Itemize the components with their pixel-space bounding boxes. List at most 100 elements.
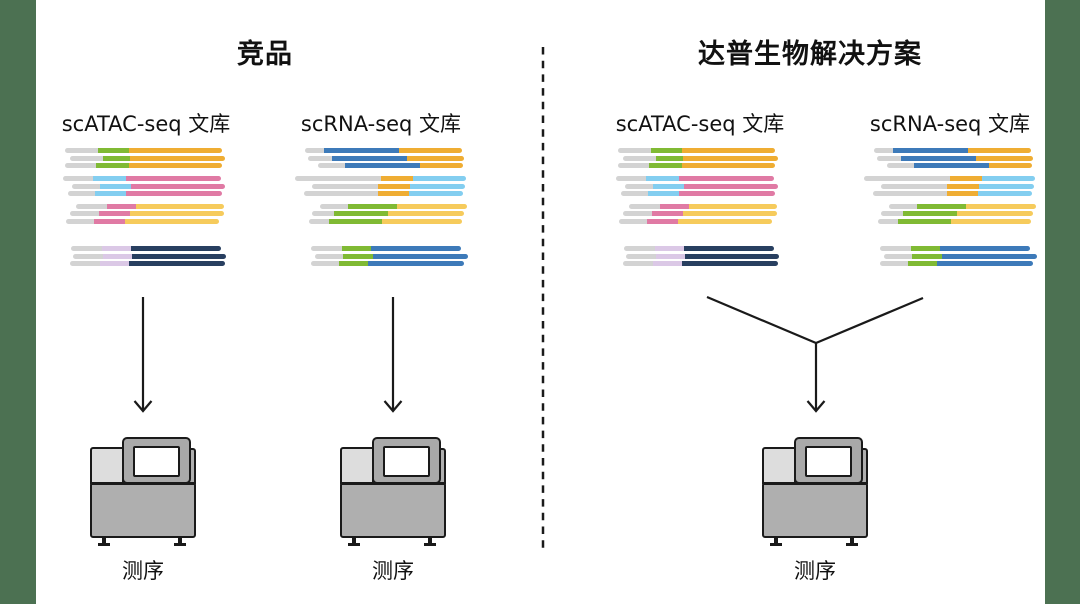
library-bar: [623, 155, 778, 161]
bar-segment-green: [651, 148, 682, 153]
library-bar: [880, 246, 1030, 251]
sequencer-side-module-icon: [340, 447, 374, 484]
flow-arrowhead-icon: [806, 400, 826, 413]
library-title: scATAC-seq 文库: [615, 112, 785, 136]
bar-segment-green: [348, 203, 397, 209]
library-bar: [312, 211, 464, 216]
bar-segment-gray: [76, 203, 107, 209]
bar-segment-gray: [874, 148, 893, 153]
sequencer-foot-icon: [174, 543, 186, 546]
bar-segment-blue: [371, 246, 461, 251]
bar-segment-blue: [373, 253, 468, 259]
bar-segment-yellow: [397, 203, 467, 209]
bar-segment-orange: [381, 176, 413, 181]
bar-segment-orange: [947, 191, 978, 196]
library-bar: [71, 246, 221, 251]
bar-segment-blue: [937, 261, 1033, 266]
library-bar: [881, 211, 1033, 216]
bar-segment-pink: [684, 183, 778, 189]
bar-segment-yellow: [951, 218, 1031, 224]
library-bar: [621, 191, 775, 196]
bar-segment-blue: [914, 163, 989, 168]
bar-segment-green: [656, 155, 683, 161]
bar-segment-gray: [889, 203, 917, 209]
bar-segment-blue: [893, 148, 968, 153]
bar-segment-gray: [309, 218, 329, 224]
bar-segment-pink: [652, 211, 683, 216]
bar-segment-gray: [884, 253, 912, 259]
library-bar: [881, 183, 1034, 189]
bar-segment-sky: [646, 176, 679, 181]
library-bar: [864, 176, 1035, 181]
bar-segment-pink: [679, 191, 775, 196]
bar-segment-sky: [95, 191, 126, 196]
bar-segment-gray: [880, 261, 908, 266]
bar-segment-sky: [410, 183, 465, 189]
library-bar: [874, 148, 1031, 153]
bar-segment-gray: [73, 253, 103, 259]
sequencer-foot-icon: [770, 543, 782, 546]
bar-segment-gray: [304, 191, 378, 196]
bar-segment-lavender: [655, 246, 684, 251]
bar-segment-blue: [332, 155, 407, 161]
library-bar: [618, 148, 775, 153]
bar-segment-sky: [409, 191, 463, 196]
library-bar: [63, 176, 221, 181]
panel-title-competitor: 竞品: [237, 39, 293, 70]
bar-segment-gray: [65, 148, 98, 153]
bar-segment-sky: [979, 183, 1034, 189]
sequencer-foot-icon: [98, 543, 110, 546]
sequencing-label: 测序: [122, 559, 164, 583]
library-bar: [878, 218, 1031, 224]
bar-segment-gray: [881, 211, 903, 216]
bar-segment-green: [649, 163, 682, 168]
bar-segment-pink: [126, 176, 221, 181]
bar-segment-orange: [129, 148, 222, 153]
flow-arrowhead-icon: [383, 400, 403, 413]
library-bar: [295, 176, 466, 181]
bar-segment-pink: [126, 191, 222, 196]
sequencer-foot-icon: [424, 543, 436, 546]
library-bar: [72, 183, 225, 189]
bar-segment-orange: [378, 183, 410, 189]
bar-segment-orange: [399, 148, 462, 153]
library-bar: [311, 261, 464, 266]
bar-segment-gray: [873, 191, 947, 196]
bar-segment-gray: [70, 211, 99, 216]
bar-segment-orange: [129, 163, 222, 168]
bar-segment-gray: [877, 155, 901, 161]
library-bar: [65, 148, 222, 153]
bar-segment-gray: [70, 155, 103, 161]
library-bar: [616, 176, 774, 181]
bar-segment-green: [903, 211, 957, 216]
library-bar: [873, 191, 1032, 196]
sequencer-icon: [90, 437, 196, 547]
left-edge-strip: [0, 0, 36, 604]
bar-segment-orange: [968, 148, 1031, 153]
bar-segment-navy: [682, 261, 778, 266]
panel-title-dapu: 达普生物解决方案: [698, 39, 922, 70]
bar-segment-lavender: [653, 261, 682, 266]
bar-segment-yellow: [388, 211, 464, 216]
library-title: scRNA-seq 文库: [869, 112, 1031, 136]
bar-segment-gray: [623, 261, 653, 266]
bar-segment-orange: [378, 191, 409, 196]
sequencer-side-module-icon: [90, 447, 124, 484]
bar-segment-sky: [413, 176, 466, 181]
sequencer-foot-icon: [178, 538, 182, 544]
bar-segment-lavender: [102, 246, 131, 251]
sequencer-monitor-icon: [372, 437, 441, 484]
bar-segment-orange: [682, 163, 775, 168]
bar-segment-yellow: [683, 211, 777, 216]
sequencer-screen-icon: [383, 446, 430, 477]
bar-segment-gray: [318, 163, 345, 168]
library-bar: [887, 163, 1032, 168]
sequencer-monitor-icon: [122, 437, 191, 484]
bar-segment-navy: [684, 246, 774, 251]
sequencer-foot-icon: [846, 543, 858, 546]
bar-segment-sky: [653, 183, 684, 189]
bar-segment-navy: [129, 261, 225, 266]
sequencer-foot-icon: [850, 538, 854, 544]
library-title: scATAC-seq 文库: [61, 112, 231, 136]
